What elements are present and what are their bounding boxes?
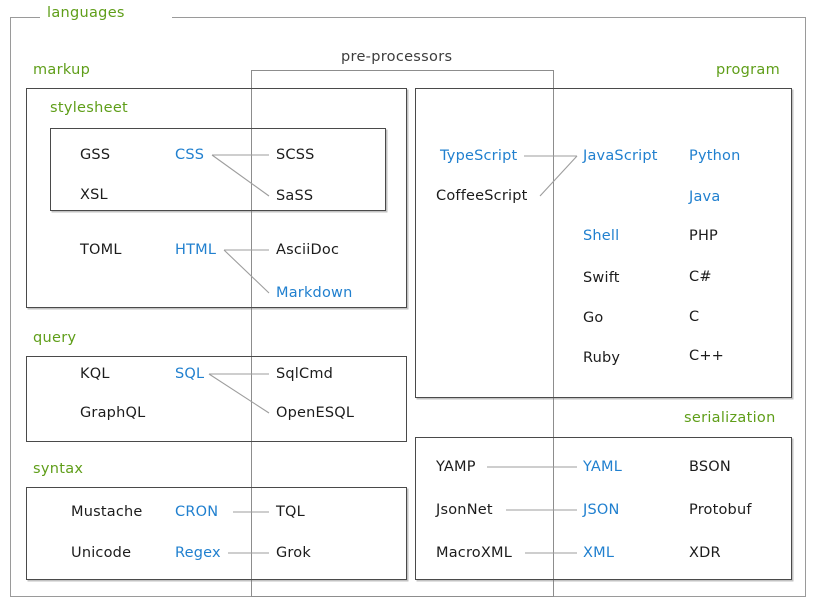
stylesheet-group-box [50,128,386,211]
item-cron[interactable]: CRON [175,504,219,520]
item-openesql[interactable]: OpenESQL [276,405,355,421]
item-gss[interactable]: GSS [80,147,111,163]
item-shell[interactable]: Shell [583,228,620,244]
query-group-box [26,356,407,442]
syntax-label: syntax [33,461,84,477]
stylesheet-label: stylesheet [50,100,129,116]
item-xdr[interactable]: XDR [689,545,721,561]
query-label: query [33,330,77,346]
item-php[interactable]: PHP [689,228,718,244]
syntax-group-box [26,487,407,580]
item-csharp[interactable]: C# [689,269,712,285]
item-java[interactable]: Java [689,189,721,205]
languages-label-notch [40,10,172,26]
item-sqlcmd[interactable]: SqlCmd [276,366,334,382]
item-yaml[interactable]: YAML [583,459,623,475]
item-yamp[interactable]: YAMP [436,459,476,475]
item-typescript[interactable]: TypeScript [440,148,518,164]
item-xsl[interactable]: XSL [80,187,108,203]
program-group-box [415,88,792,398]
item-jsonnet[interactable]: JsonNet [436,502,493,518]
item-sql[interactable]: SQL [175,366,205,382]
serialization-group-box [415,437,792,580]
item-swift[interactable]: Swift [583,270,620,286]
item-unicode[interactable]: Unicode [71,545,132,561]
item-html[interactable]: HTML [175,242,217,258]
item-javascript[interactable]: JavaScript [583,148,658,164]
item-markdown[interactable]: Markdown [276,285,353,301]
languages-label: languages [47,5,125,21]
item-grok[interactable]: Grok [276,545,311,561]
item-asciidoc[interactable]: AsciiDoc [276,242,340,258]
item-sass[interactable]: SaSS [276,188,314,204]
serialization-label: serialization [684,410,776,426]
markup-group-box [26,88,407,308]
item-protobuf[interactable]: Protobuf [689,502,752,518]
item-toml[interactable]: TOML [80,242,122,258]
item-cplusplus[interactable]: C++ [689,348,725,364]
item-macroxml[interactable]: MacroXML [436,545,513,561]
item-c[interactable]: C [689,309,700,325]
pre-processors-group-box [251,70,554,597]
item-json[interactable]: JSON [583,502,620,518]
item-go[interactable]: Go [583,310,604,326]
item-xml[interactable]: XML [583,545,615,561]
item-ruby[interactable]: Ruby [583,350,621,366]
item-tql[interactable]: TQL [276,504,305,520]
pre-processors-label: pre-processors [341,49,453,65]
program-label: program [716,62,780,78]
item-kql[interactable]: KQL [80,366,110,382]
markup-label: markup [33,62,91,78]
item-mustache[interactable]: Mustache [71,504,143,520]
item-regex[interactable]: Regex [175,545,221,561]
item-scss[interactable]: SCSS [276,147,315,163]
item-python[interactable]: Python [689,148,741,164]
item-coffeescript[interactable]: CoffeeScript [436,188,528,204]
item-bson[interactable]: BSON [689,459,731,475]
item-css[interactable]: CSS [175,147,205,163]
item-graphql[interactable]: GraphQL [80,405,146,421]
